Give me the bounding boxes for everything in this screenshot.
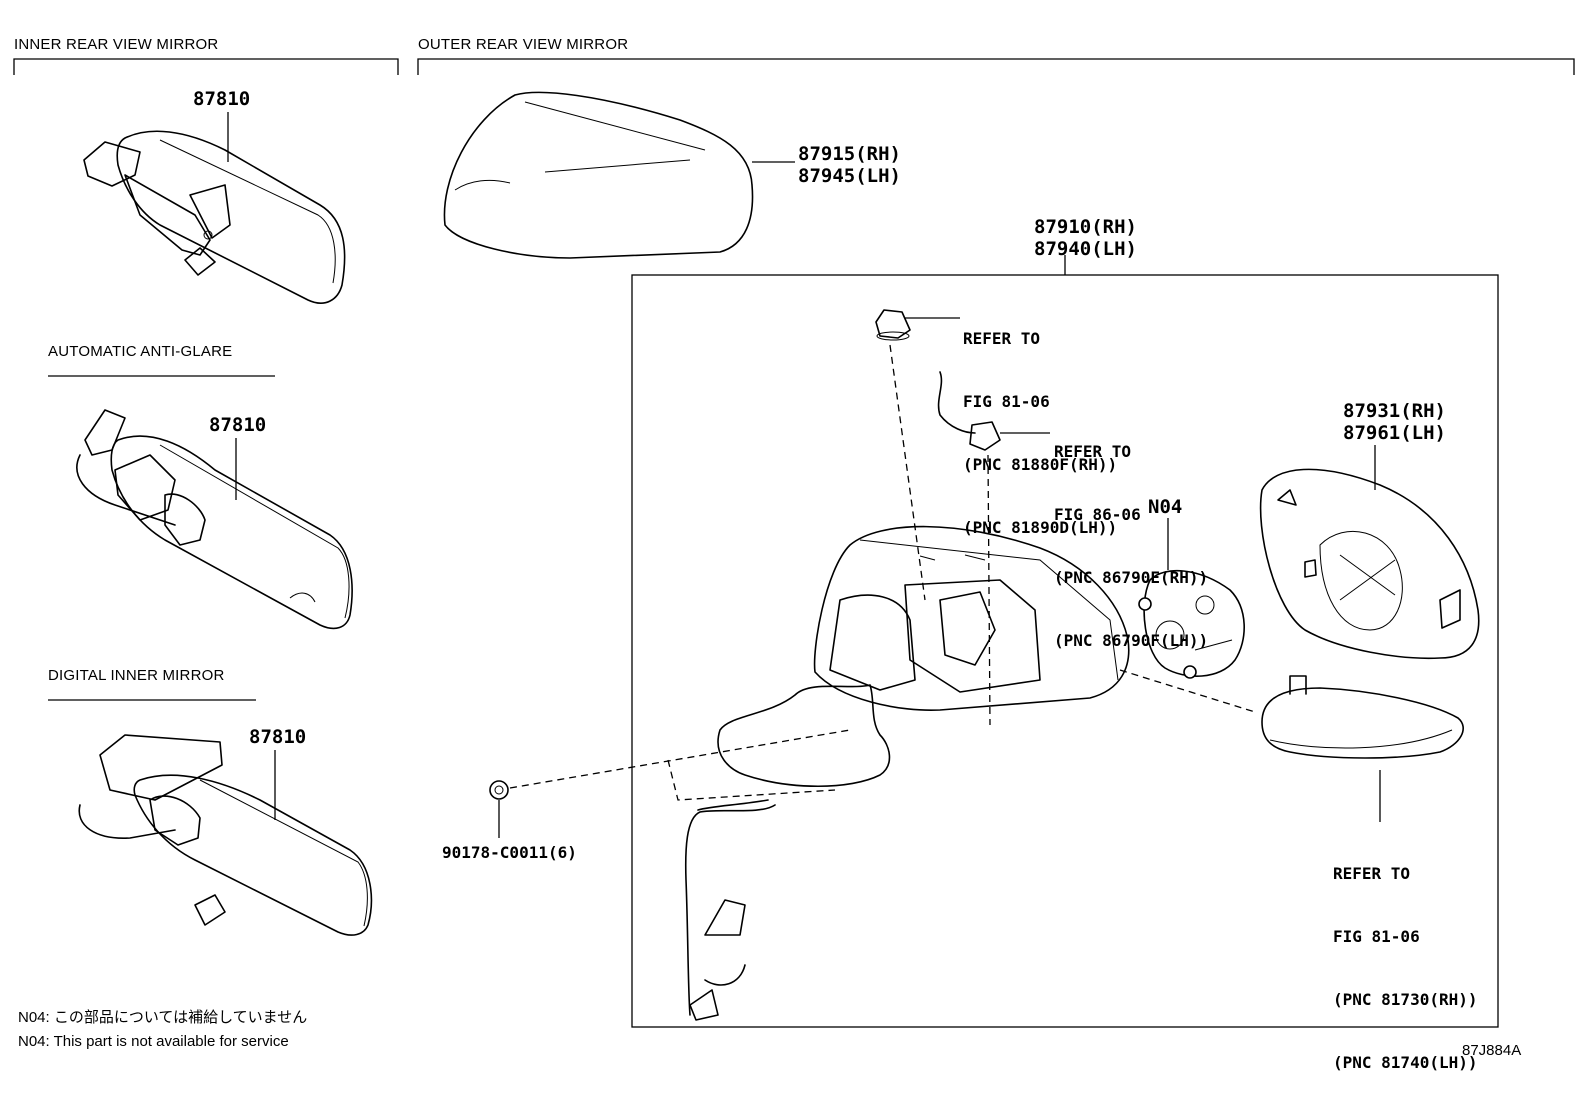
- part-number-assembly-rh: 87910(RH): [1034, 216, 1137, 238]
- reference-line: (PNC 81880F(RH)): [963, 455, 1118, 474]
- outer-mirror-body-illustration: [717, 525, 1130, 788]
- inner-mirror-illustration-1: [83, 130, 346, 304]
- reference-line: FIG 81-06: [963, 392, 1050, 411]
- part-number-glass-rh: 87931(RH): [1343, 400, 1446, 422]
- reference-line: REFER TO: [1054, 442, 1132, 461]
- part-number-inner-mirror-1: 87810: [193, 88, 251, 110]
- camera-sensor-illustration: [875, 309, 1001, 451]
- section-title-outer-mirror: OUTER REAR VIEW MIRROR: [418, 36, 629, 53]
- section-title-digital-mirror: DIGITAL INNER MIRROR: [48, 667, 225, 684]
- reference-line: REFER TO: [963, 329, 1041, 348]
- inner-mirror-illustration-3: [78, 734, 373, 936]
- section-brackets: [13, 58, 1575, 701]
- dashed-guides: [509, 344, 1256, 801]
- section-title-anti-glare: AUTOMATIC ANTI-GLARE: [48, 343, 233, 360]
- figure-code: 87J884A: [1462, 1042, 1522, 1059]
- part-number-assembly-lh: 87940(LH): [1034, 238, 1137, 260]
- section-title-inner-mirror: INNER REAR VIEW MIRROR: [14, 36, 219, 53]
- reference-block-camera: REFER TO FIG 81-06 (PNC 81880F(RH)) (PNC…: [963, 286, 1117, 559]
- part-number-screw: 90178-C0011(6): [442, 843, 577, 862]
- part-number-glass-lh: 87961(LH): [1343, 422, 1446, 444]
- part-number-cover-lh: 87945(LH): [798, 165, 901, 187]
- turn-signal-illustration: [1261, 675, 1464, 759]
- part-number-inner-mirror-3: 87810: [249, 726, 307, 748]
- inner-mirror-illustration-2: [76, 409, 353, 630]
- part-number-cover-rh: 87915(RH): [798, 143, 901, 165]
- reference-line: (PNC 81730(RH)): [1333, 990, 1478, 1009]
- reference-line: (PNC 81740(LH)): [1333, 1053, 1478, 1072]
- reference-line: (PNC 81890D(LH)): [963, 518, 1118, 537]
- wire-harness-illustration: [684, 799, 776, 1021]
- part-number-n04: N04: [1148, 496, 1183, 518]
- reference-line: REFER TO: [1333, 864, 1411, 883]
- note-japanese: N04: この部品については補給していません: [18, 1009, 308, 1026]
- screw-illustration: [489, 780, 509, 800]
- reference-block-sensor: REFER TO FIG 86-06 (PNC 86790E(RH)) (PNC…: [1054, 399, 1208, 672]
- part-number-inner-mirror-2: 87810: [209, 414, 267, 436]
- actuator-illustration: [1138, 569, 1245, 679]
- reference-line: (PNC 86790E(RH)): [1054, 568, 1209, 587]
- leader-lines: [227, 112, 1381, 838]
- reference-line: FIG 86-06: [1054, 505, 1141, 524]
- reference-line: (PNC 86790F(LH)): [1054, 631, 1209, 650]
- reference-line: FIG 81-06: [1333, 927, 1420, 946]
- mirror-cover-illustration: [443, 91, 754, 259]
- reference-block-turn-signal: REFER TO FIG 81-06 (PNC 81730(RH)) (PNC …: [1333, 821, 1478, 1094]
- mirror-glass-illustration: [1259, 468, 1480, 660]
- note-english: N04: This part is not available for serv…: [18, 1033, 289, 1050]
